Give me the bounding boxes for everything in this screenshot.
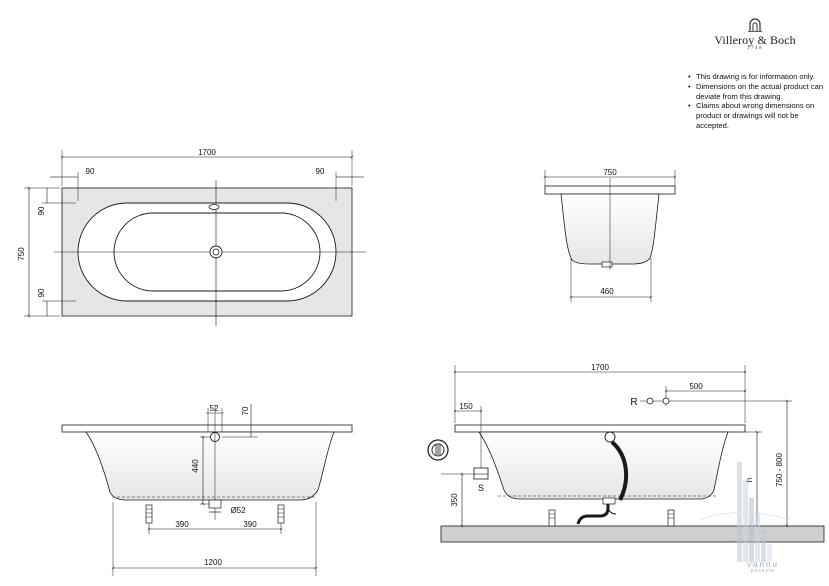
dim-top-rim-left: 90 — [86, 167, 95, 176]
dim-side-length: 1700 — [591, 363, 609, 372]
watermark-line-2: pasaule — [750, 568, 776, 574]
dim-end-top-width: 750 — [603, 168, 617, 177]
brand-logo: Villeroy & Boch 1748 — [700, 18, 810, 51]
dim-front-base-length: 1200 — [204, 558, 222, 567]
end-view: 750 460 — [543, 168, 677, 302]
note-item: Claims about wrong dimensions on product… — [688, 101, 826, 130]
top-view-overflow — [208, 204, 220, 210]
dim-front-overflow-height: 440 — [191, 459, 200, 473]
side-view-overflow-hose — [610, 440, 629, 501]
watermark-line-1: vannu — [747, 560, 779, 569]
side-view-trap — [576, 500, 610, 525]
dim-side-waste-height: 350 — [450, 493, 459, 507]
side-view-body — [478, 431, 729, 500]
front-view-body — [85, 431, 335, 501]
disclaimer-notes: This drawing is for information only. Di… — [688, 72, 826, 131]
side-view: S 1700 500 R 150 350 h — [427, 363, 825, 543]
side-view-waste-box — [473, 467, 489, 480]
side-view-r-point-b — [662, 397, 670, 405]
dim-side-height-h: h — [745, 478, 754, 482]
brand-arch-icon — [748, 18, 762, 32]
dim-front-drain-offset: 52 — [210, 404, 219, 413]
dim-side-waste-offset: 500 — [689, 382, 703, 391]
dim-front-foot-left: 390 — [175, 520, 189, 529]
watermark-graphic — [699, 462, 796, 562]
side-view-label-r: R — [630, 397, 637, 408]
side-view-foot-left — [548, 509, 556, 527]
front-view: 52 70 440 390 390 Ø52 1200 — [61, 404, 353, 576]
watermark-text: vannu pasaule — [738, 561, 788, 575]
dim-top-length: 1700 — [198, 148, 216, 157]
dim-top-rim-right: 90 — [316, 167, 325, 176]
side-view-r-point-a — [646, 397, 654, 405]
note-item: This drawing is for information only. — [688, 72, 826, 82]
front-view-rim — [61, 424, 353, 433]
side-view-label-s: S — [478, 483, 484, 493]
dim-side-edge-offset: 150 — [459, 402, 473, 411]
brand-name: Villeroy & Boch — [714, 33, 796, 47]
side-view-foot-right — [667, 509, 675, 527]
front-view-foot-right — [277, 504, 285, 524]
dim-top-rim-bottom: 90 — [37, 288, 46, 297]
dim-side-height-range: 750 - 800 — [775, 453, 784, 487]
valve-symbol-icon — [427, 439, 449, 461]
dim-front-drain-diameter: Ø52 — [230, 506, 246, 515]
dim-front-foot-right: 390 — [243, 520, 257, 529]
front-view-foot-left — [145, 504, 153, 524]
dim-top-width: 750 — [17, 247, 26, 261]
top-view: 1700 90 90 750 90 90 — [17, 148, 366, 326]
side-view-floor — [440, 525, 825, 543]
side-view-rim — [454, 424, 746, 433]
dim-end-bottom-width: 460 — [600, 287, 614, 296]
brand-year: 1748 — [747, 46, 763, 51]
dim-top-rim-top: 90 — [37, 206, 46, 215]
dim-front-overflow-drop: 70 — [241, 406, 250, 415]
top-view-drain — [209, 245, 223, 259]
note-item: Dimensions on the actual product can dev… — [688, 82, 826, 102]
